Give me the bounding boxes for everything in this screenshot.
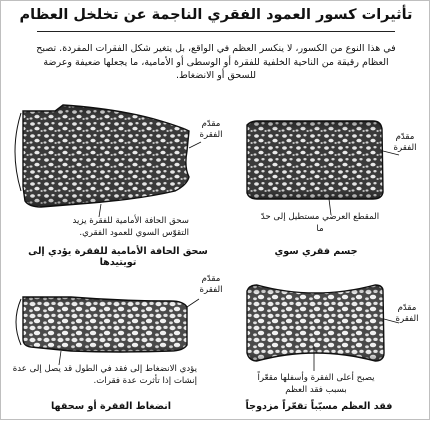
crush-caption: يؤدي الانضغاط إلى فقد في الطول قد يصل إل… <box>9 363 197 387</box>
biconcave-vertebra <box>247 285 384 361</box>
wedge-front-leader <box>189 142 201 148</box>
healthy-subtitle: جسم فقري سوي <box>241 246 391 257</box>
page-title: تأثيرات كسور العمود الفقري الناجمة عن تخ… <box>1 7 430 23</box>
crush-front-leader <box>187 299 199 307</box>
healthy-vertebra <box>247 121 383 215</box>
title-divider <box>37 31 395 32</box>
crush-vertebra <box>16 297 187 352</box>
biconcave-subtitle: فقد العظم مسبّباً تقعّراً مزدوجاً <box>237 401 401 412</box>
intro-text: في هذا النوع من الكسور، لا ينكسر العظم ف… <box>29 42 403 83</box>
wedge-vertebra <box>15 105 189 207</box>
healthy-caption: المقطع العرضي مستطيل إلى حدّ ما <box>259 211 381 235</box>
wedge-front-label: مقدّم الفقرة <box>191 119 231 141</box>
crush-front-label: مقدّم الفقرة <box>191 274 231 296</box>
wedge-caption: سحق الحافة الأمامية للفقرة يزيد التقوّس … <box>53 215 189 239</box>
healthy-front-label: مقدّم الفقرة <box>385 132 425 154</box>
crush-subtitle: انضغاط الفقرة أو سحقها <box>21 401 201 412</box>
biconcave-caption: يصبح أعلى الفقرة وأسفلها مقعّراً بسبب فق… <box>253 372 379 396</box>
wedge-subtitle: سحق الحافة الأمامية للفقرة يؤدي إلى تويت… <box>11 246 225 268</box>
biconcave-front-label: مقدّم الفقرة <box>387 303 427 325</box>
